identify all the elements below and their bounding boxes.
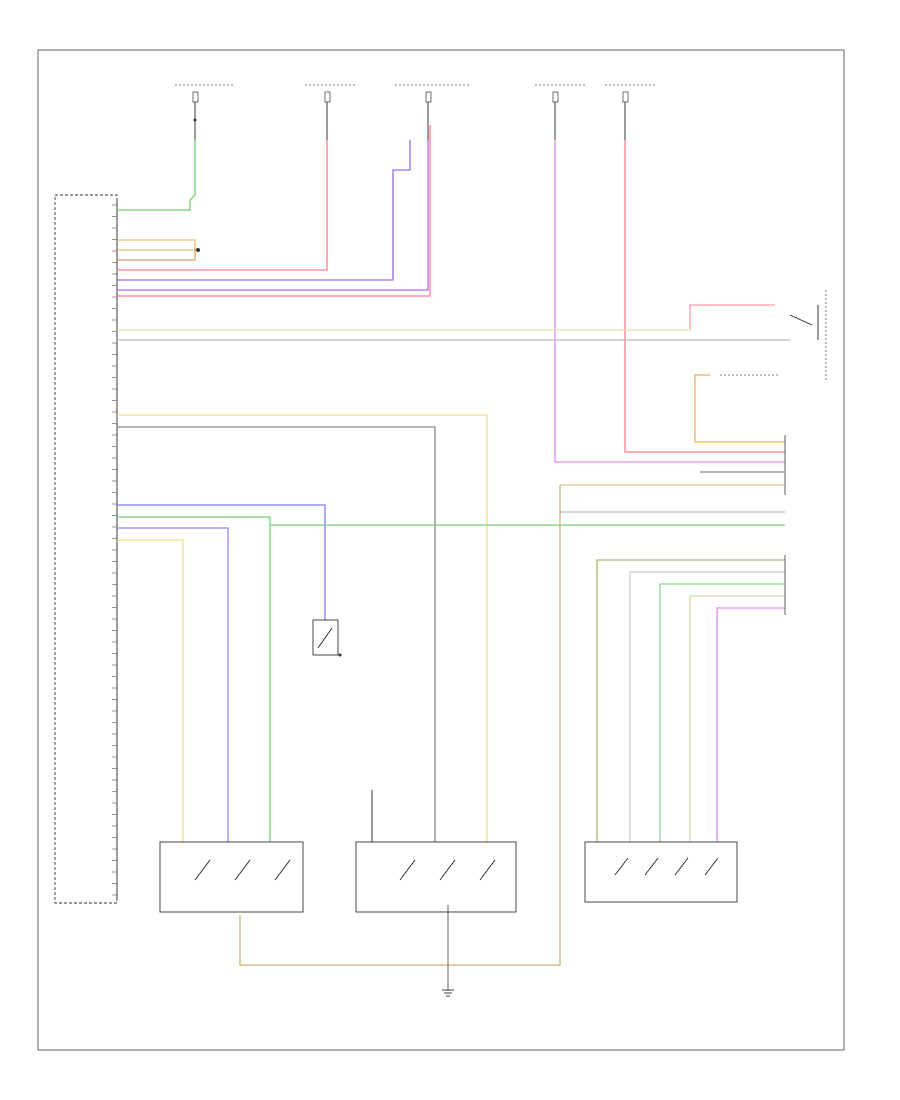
wire-violet-3: [716, 607, 785, 842]
wire-green-2: [659, 583, 785, 842]
ground-symbol: [442, 989, 454, 997]
wire-orange: [694, 374, 785, 443]
wire-ltgray-2: [629, 571, 785, 842]
wire-yellow-mid: [117, 414, 488, 842]
wire-ochre-3: [117, 248, 196, 261]
module-pin-ticks: [112, 204, 117, 896]
top-source-2: [305, 84, 355, 140]
control-module: [54, 194, 118, 904]
wire-olive-1: [596, 559, 785, 842]
top-source-4: [535, 84, 585, 140]
top-source-5: [605, 84, 655, 140]
middle-sensor: [312, 619, 342, 657]
wire-violet-1: [117, 140, 411, 281]
top-source-1: [175, 84, 235, 140]
top-source-3: [395, 84, 470, 140]
range-sensor: [355, 790, 517, 913]
right-connector-1: [560, 435, 786, 495]
wire-magenta: [554, 140, 785, 463]
wire-pink-2: [117, 125, 431, 297]
wire-tan-ground: [239, 485, 561, 966]
diagram-frame: [37, 49, 845, 1051]
wire-blue-2: [117, 527, 229, 842]
wire-blue-1: [117, 504, 326, 620]
wire-gray-mid: [117, 426, 436, 842]
wire-pink-1: [117, 140, 328, 271]
neutral-switch: [159, 841, 304, 913]
wire-green-top: [117, 140, 196, 211]
wire-ltgreen-3: [689, 595, 785, 842]
wire-green-low: [117, 516, 271, 842]
selector-switch: [584, 841, 738, 903]
wire-ochre-1: [117, 239, 196, 255]
wire-violet-2: [117, 140, 429, 291]
wire-yellow-low: [117, 539, 184, 842]
right-top-switch: [117, 290, 827, 380]
wire-pink-3: [624, 140, 785, 453]
